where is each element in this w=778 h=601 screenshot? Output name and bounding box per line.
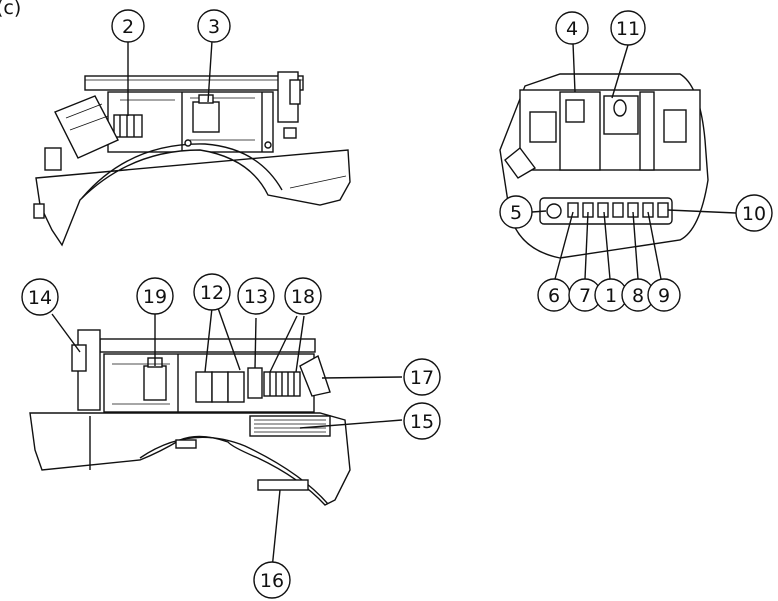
callout-3: 3 [197, 9, 231, 43]
svg-text:3: 3 [208, 16, 220, 38]
svg-text:12: 12 [200, 282, 224, 304]
svg-text:8: 8 [632, 285, 644, 307]
callout-9: 9 [647, 278, 681, 312]
callout-13: 13 [237, 277, 275, 315]
svg-text:16: 16 [260, 570, 284, 592]
svg-text:11: 11 [616, 18, 640, 40]
svg-text:10: 10 [742, 203, 766, 225]
callout-6: 6 [537, 278, 571, 312]
svg-text:17: 17 [410, 367, 434, 389]
callout-1: 1 [594, 278, 628, 312]
svg-text:14: 14 [28, 287, 52, 309]
callout-15: 15 [403, 402, 441, 440]
callout-7: 7 [568, 278, 602, 312]
callout-19: 19 [136, 277, 174, 315]
callout-12: 12 [193, 273, 231, 311]
callout-14: 14 [21, 278, 59, 316]
callout-18: 18 [284, 277, 322, 315]
callout-5: 5 [499, 195, 533, 229]
side-view-top [33, 40, 351, 247]
side-view-bottom [29, 307, 403, 570]
callout-10: 10 [735, 194, 773, 232]
svg-text:5: 5 [510, 202, 522, 224]
callout-11: 11 [610, 10, 646, 46]
svg-text:18: 18 [291, 286, 315, 308]
svg-text:7: 7 [579, 285, 591, 307]
svg-text:19: 19 [143, 286, 167, 308]
svg-text:9: 9 [658, 285, 670, 307]
callout-4: 4 [555, 11, 589, 45]
header-label: (c) [0, 0, 21, 19]
svg-text:6: 6 [548, 285, 560, 307]
svg-text:13: 13 [244, 286, 268, 308]
callout-16: 16 [253, 561, 291, 599]
svg-text:15: 15 [410, 411, 434, 433]
callout-2: 2 [111, 9, 145, 43]
svg-text:4: 4 [566, 18, 578, 40]
svg-text:1: 1 [605, 285, 617, 307]
callout-17: 17 [403, 358, 441, 396]
front-view [499, 42, 737, 280]
svg-text:2: 2 [122, 16, 134, 38]
